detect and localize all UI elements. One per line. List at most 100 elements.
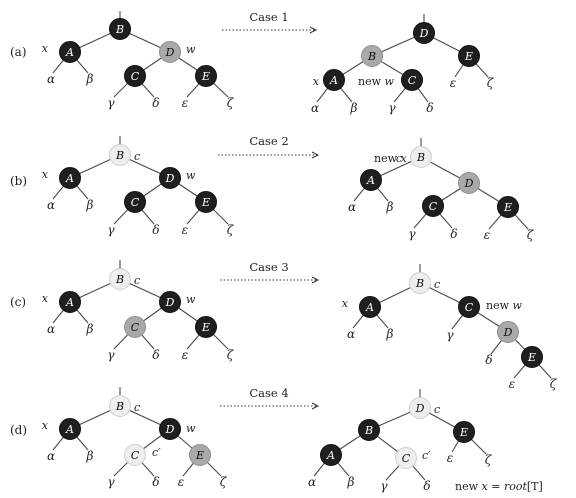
subtree-label: β — [386, 327, 394, 341]
node-annotation: w — [186, 43, 196, 56]
node-annotation: x — [42, 168, 49, 181]
node-annotation: c — [134, 150, 140, 163]
node-key: B — [367, 50, 376, 63]
tree-node-a: A — [59, 167, 81, 189]
node-key: A — [329, 74, 338, 87]
tree-node-d: D — [497, 321, 519, 343]
node-annotation: c — [434, 278, 440, 291]
annotation-var: c′ — [152, 446, 161, 459]
node-annotation: x — [42, 292, 49, 305]
subtree-label: α — [47, 198, 55, 212]
subtree-label: δ — [152, 96, 159, 110]
node-circle — [422, 195, 444, 217]
subtree-label: ζ — [227, 223, 235, 237]
subtree-label: γ — [408, 227, 416, 241]
node-key: D — [165, 296, 175, 309]
node-key: D — [503, 326, 513, 339]
node-annotation: x — [342, 297, 349, 310]
node-key: A — [65, 46, 74, 59]
subtree-label: ζ — [227, 348, 235, 362]
annotation-prefix: new — [486, 299, 513, 312]
node-circle — [159, 418, 181, 440]
node-key: E — [503, 201, 512, 214]
subtree-label: δ — [450, 227, 457, 241]
node-key: A — [65, 172, 74, 185]
node-annotation: x — [42, 419, 49, 432]
subtree-label: γ — [380, 479, 388, 493]
node-key: E — [201, 321, 210, 334]
case-label: Case 4 — [249, 386, 288, 400]
subtree-label: α — [347, 327, 355, 341]
annotation-var: c — [134, 401, 140, 414]
arrowhead-icon — [309, 26, 318, 34]
node-circle — [413, 22, 435, 44]
subtree-label: α — [47, 449, 55, 463]
node-circle — [109, 18, 131, 40]
tree-node-b: B — [410, 146, 432, 168]
node-key: A — [365, 301, 374, 314]
subtree-label: α — [311, 101, 319, 115]
node-key: B — [416, 151, 425, 164]
subtree-label: ε — [509, 377, 515, 391]
node-circle — [124, 65, 146, 87]
node-key: C — [465, 301, 474, 314]
tree-node-b: B — [361, 45, 383, 67]
node-key: B — [115, 273, 124, 286]
node-key: C — [131, 196, 140, 209]
node-key: A — [326, 449, 335, 462]
annotation-var: w — [186, 43, 196, 56]
annotation-var: w — [186, 169, 196, 182]
node-key: B — [115, 400, 124, 413]
subtree-label: γ — [446, 328, 454, 342]
node-key: D — [415, 402, 425, 415]
subtree-label: ε — [484, 228, 490, 242]
node-key: E — [527, 351, 536, 364]
node-circle — [358, 419, 380, 441]
node-key: E — [464, 50, 473, 63]
node-key: D — [165, 46, 175, 59]
subtree-label: δ — [485, 353, 492, 367]
row-label: (a) — [10, 45, 27, 59]
tree-node-d: D — [458, 172, 480, 194]
annotation-var: x — [342, 297, 349, 310]
node-circle — [458, 172, 480, 194]
annotation-var: c — [134, 150, 140, 163]
node-circle — [109, 395, 131, 417]
tree-node-b: B — [109, 18, 131, 40]
tree-node-b: B — [109, 268, 131, 290]
subtree-label: ζ — [227, 96, 235, 110]
node-circle — [395, 447, 417, 469]
node-key: E — [201, 70, 210, 83]
node-circle — [409, 397, 431, 419]
node-annotation: x — [42, 42, 49, 55]
node-key: B — [115, 23, 124, 36]
node-circle — [497, 196, 519, 218]
footer-root: root — [504, 480, 528, 493]
node-key: C — [131, 70, 140, 83]
tree-node-c: C — [124, 191, 146, 213]
tree-node-a: A — [59, 41, 81, 63]
case-label: Case 3 — [249, 260, 288, 274]
annotation-var: w — [385, 75, 395, 88]
subtree-label: δ — [152, 348, 159, 362]
subtree-label: ε — [447, 451, 453, 465]
subtree-label: α — [348, 200, 356, 214]
node-key: C — [131, 449, 140, 462]
node-circle — [195, 191, 217, 213]
subtree-label: α — [47, 72, 55, 86]
annotation-var: x — [42, 168, 49, 181]
row-label: (c) — [10, 295, 26, 309]
node-key: C — [131, 321, 140, 334]
annotation-var: w — [513, 299, 523, 312]
subtree-label: δ — [423, 479, 430, 493]
tree-node-e: E — [453, 421, 475, 443]
root-assignment: new x = root[T] — [455, 480, 543, 493]
subtree-label: β — [86, 198, 94, 212]
node-circle — [361, 45, 383, 67]
